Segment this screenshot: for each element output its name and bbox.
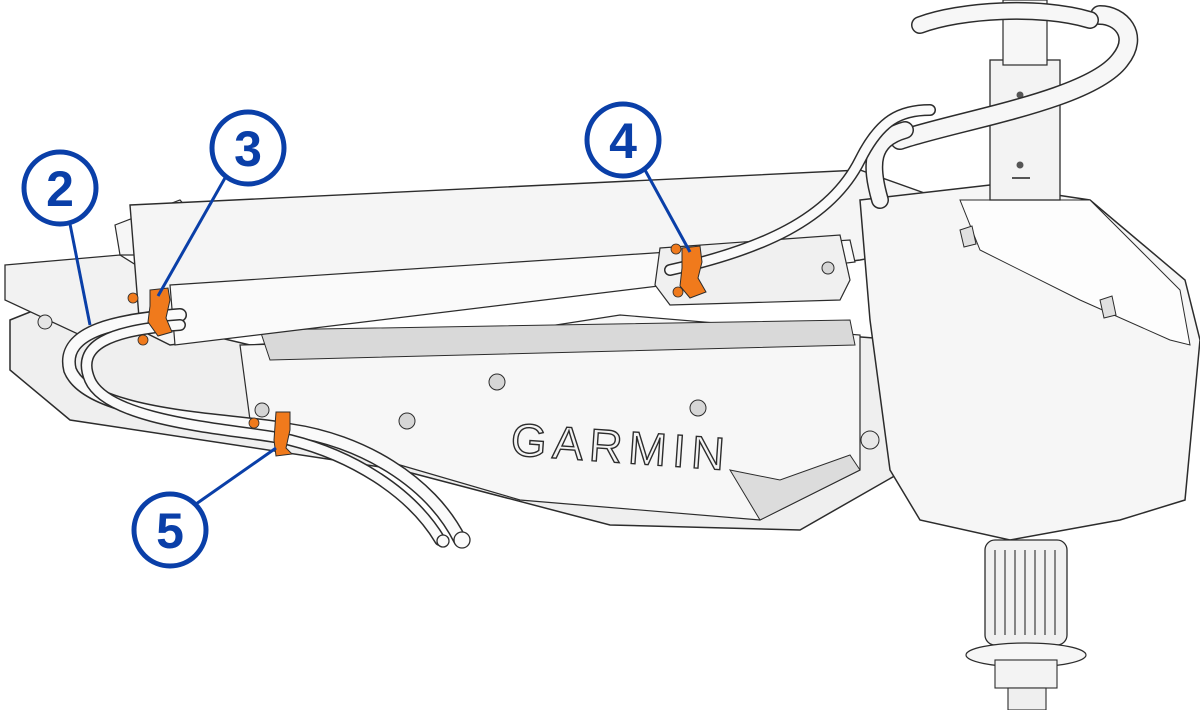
callout-circle (21, 149, 99, 227)
callout-number: 5 (156, 503, 184, 559)
callout-circle (584, 101, 662, 179)
callout-number: 3 (234, 121, 262, 177)
callout-number: 4 (609, 113, 637, 169)
callout-leaders (68, 169, 692, 506)
callout-circle (209, 109, 287, 187)
clamp-5 (248, 411, 294, 457)
motor-head (859, 184, 1200, 541)
base-screws (254, 261, 835, 430)
leader-2 (68, 223, 92, 326)
callout-number: 2 (46, 161, 74, 217)
upper-arm (129, 169, 941, 346)
clamp-3 (127, 287, 173, 346)
cable-bundle (61, 104, 936, 549)
callout-5: 5 (131, 491, 209, 569)
lower-collar (965, 539, 1087, 710)
leader-4 (643, 169, 692, 253)
callout-circle (131, 491, 209, 569)
callout-2: 2 (21, 149, 99, 227)
leader-5 (195, 446, 277, 506)
top-cable-loop (865, 1, 1139, 209)
leader-3 (156, 177, 227, 297)
base-rail (9, 299, 906, 531)
callout-3: 3 (209, 109, 287, 187)
clamp-4 (670, 243, 707, 299)
callout-4: 4 (584, 101, 662, 179)
